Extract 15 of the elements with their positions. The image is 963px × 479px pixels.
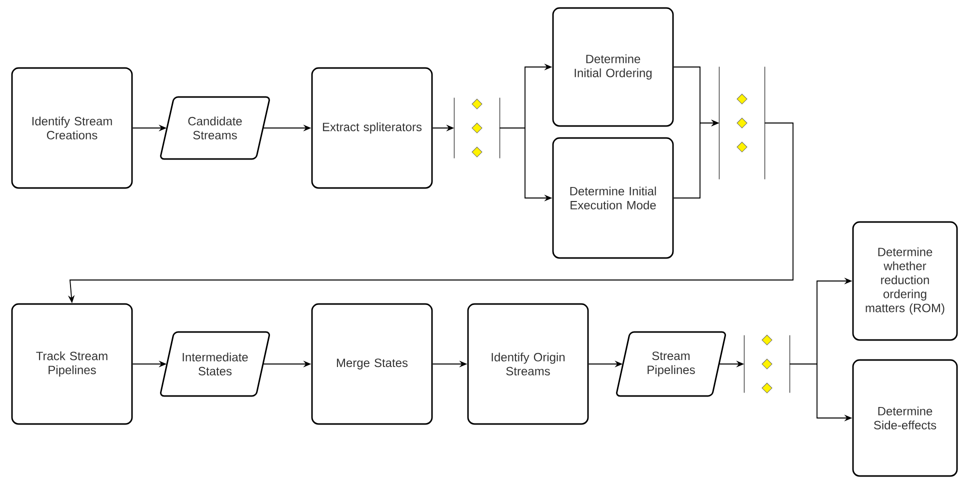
- parallel-bar: [454, 97, 500, 159]
- process-box: Determine Initial Execution Mode: [552, 137, 674, 259]
- data-parallelogram: Intermediate States: [160, 331, 270, 397]
- parallel-bar: [744, 334, 790, 394]
- process-box: Extract spliterators: [311, 67, 433, 189]
- data-parallelogram: Candidate Streams: [160, 96, 270, 160]
- parallel-bar: [718, 66, 766, 180]
- process-box: Identify Origin Streams: [467, 303, 589, 425]
- process-box: Merge States: [311, 303, 433, 425]
- process-box: Determine whether reduction ordering matters (ROM): [852, 221, 958, 341]
- process-box: Determine Initial Ordering: [552, 7, 674, 127]
- process-box: Track Stream Pipelines: [11, 303, 133, 425]
- process-box: Identify Stream Creations: [11, 67, 133, 189]
- process-box: Determine Side-effects: [852, 359, 958, 477]
- data-parallelogram: Stream Pipelines: [616, 331, 726, 397]
